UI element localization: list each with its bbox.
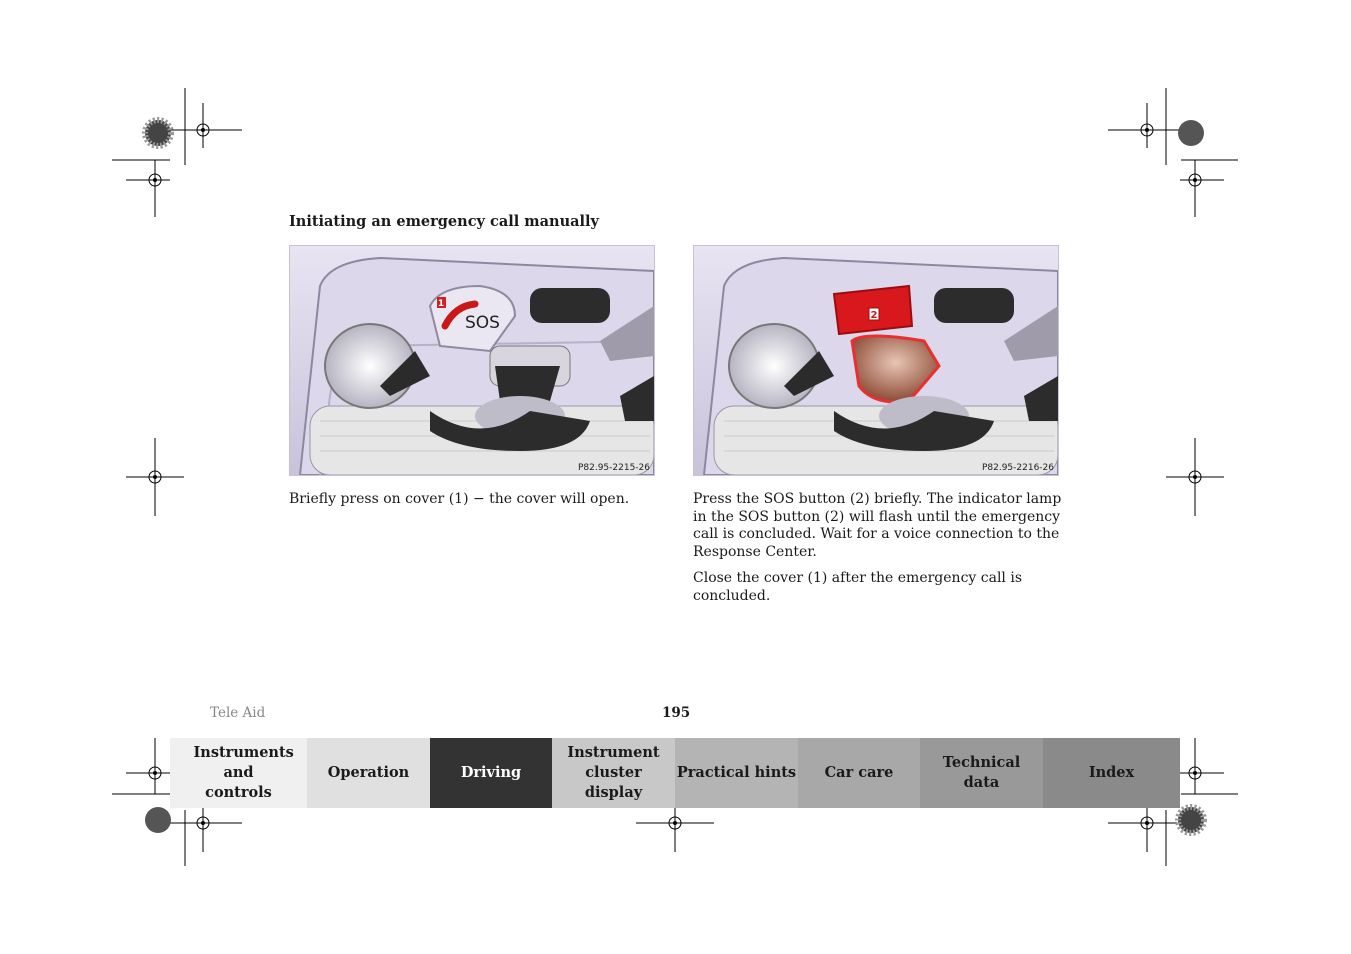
callout-1: 1 — [438, 299, 444, 309]
tab-operation[interactable]: Operation — [307, 738, 430, 808]
tab-label: Practical hints — [676, 764, 797, 781]
tab-car-care[interactable]: Car care — [798, 738, 920, 808]
instruction-press-cover: Briefly press on cover (1) − the cover w… — [289, 491, 630, 507]
tab-driving[interactable]: Driving — [430, 738, 552, 808]
tab-label: Technical data — [942, 754, 1021, 791]
figure-cover-closed: 1 SOS P82.95-2215-26 — [289, 245, 655, 476]
instruction-press-sos: Press the SOS button (2) briefly. The in… — [693, 491, 1062, 560]
tab-label: Instrument cluster display — [567, 744, 660, 801]
tab-label: Car care — [824, 764, 894, 781]
tab-label: Instruments and controls — [193, 744, 294, 801]
page-number: 195 — [662, 705, 691, 721]
figure-cover-open: 2 P82.95-2216-26 — [693, 245, 1059, 476]
console-illustration-1: 1 SOS — [290, 246, 654, 475]
tab-practical-hints[interactable]: Practical hints — [675, 738, 798, 808]
tab-label: Driving — [460, 764, 522, 781]
tab-label: Index — [1088, 764, 1135, 781]
tab-instruments-and-controls[interactable]: Instruments and controls — [170, 738, 307, 808]
console-illustration-2: 2 — [694, 246, 1058, 475]
figure-code: P82.95-2215-26 — [577, 463, 650, 473]
tab-technical-data[interactable]: Technical data — [920, 738, 1043, 808]
sos-label: SOS — [465, 313, 500, 333]
tab-instrument-cluster-display[interactable]: Instrument cluster display — [552, 738, 675, 808]
section-label: Tele Aid — [210, 705, 266, 721]
callout-2: 2 — [871, 310, 878, 321]
tab-label: Operation — [327, 764, 410, 781]
chapter-tab-bar: Instruments and controls Operation Drivi… — [170, 738, 1180, 808]
tab-index[interactable]: Index — [1043, 738, 1180, 808]
section-heading: Initiating an emergency call manually — [289, 213, 599, 230]
instruction-close-cover: Close the cover (1) after the emergency … — [693, 570, 1023, 604]
figure-code: P82.95-2216-26 — [981, 463, 1054, 473]
